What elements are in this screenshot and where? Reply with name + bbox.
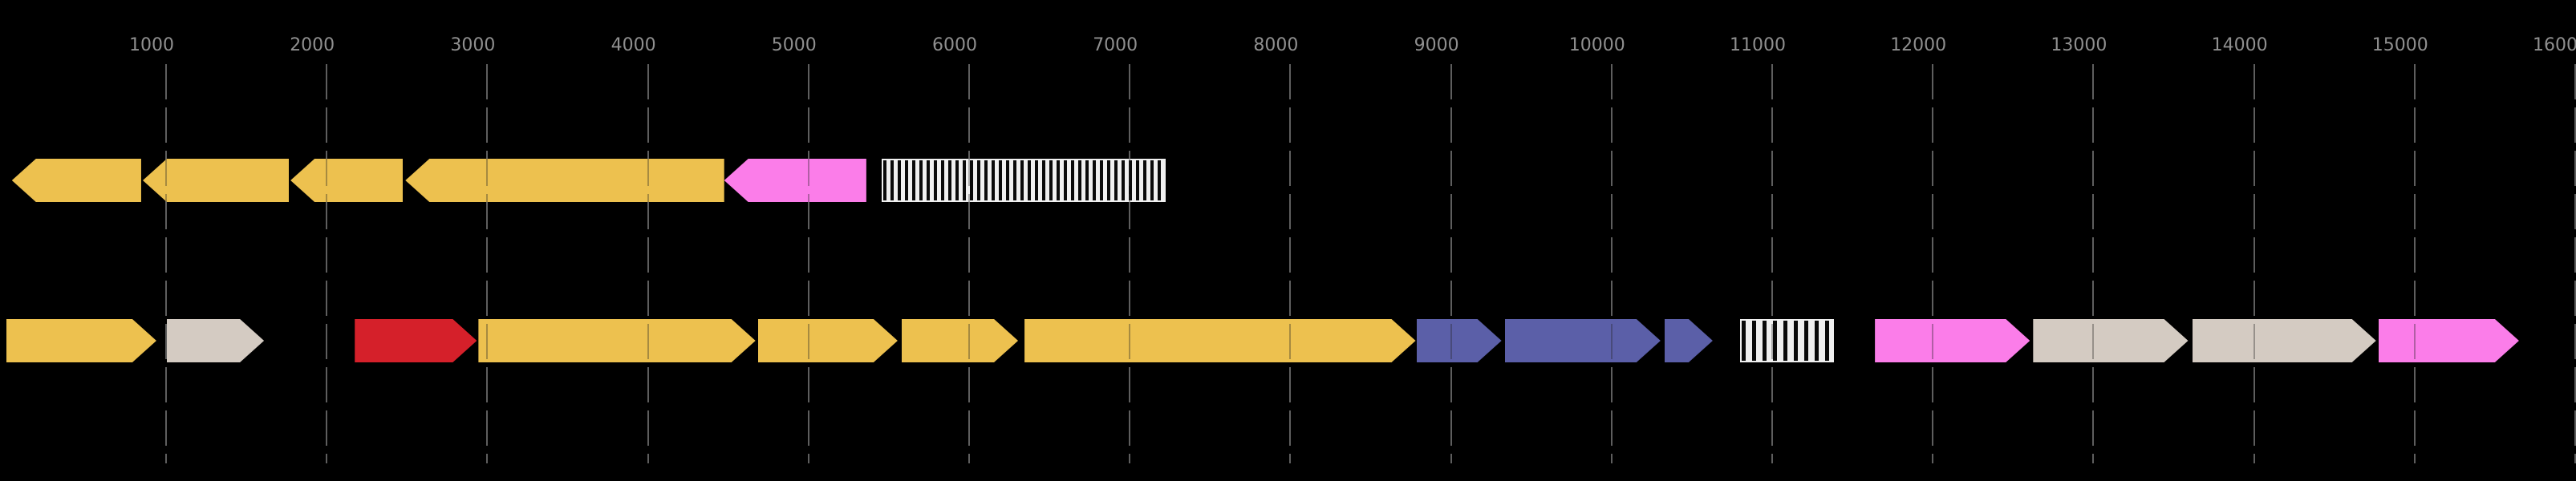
gene-arrow	[405, 159, 724, 202]
gene-arrow	[724, 159, 866, 202]
gridline-seam-8000	[1289, 64, 1292, 463]
gridline-seam-2000	[326, 64, 328, 463]
gene-arrow	[1664, 319, 1713, 362]
gene-arrow	[142, 159, 290, 202]
gridline-16000	[2574, 64, 2576, 463]
gene-arrow	[478, 319, 756, 362]
gridline-13000	[2092, 64, 2095, 463]
gridline-10000	[1610, 64, 1613, 463]
gene-arrow	[6, 319, 156, 362]
gridline-seam-3000	[486, 64, 489, 463]
striped-feature	[881, 159, 1166, 202]
gene-arrow	[2378, 319, 2519, 362]
gene-arrow	[901, 319, 1019, 362]
tick-label-11000: 11000	[1730, 35, 1786, 55]
gene-arrow	[167, 319, 265, 362]
tick-label-3000: 3000	[450, 35, 496, 55]
tick-label-6000: 6000	[932, 35, 977, 55]
gene-arrow	[1504, 319, 1661, 362]
gridline-11000	[1771, 64, 1773, 463]
gridline-12000	[1932, 64, 1934, 463]
gene-arrow	[1875, 319, 2030, 362]
tick-label-2000: 2000	[290, 35, 335, 55]
tick-label-14000: 14000	[2211, 35, 2268, 55]
gridline-seam-4000	[647, 64, 649, 463]
tick-label-12000: 12000	[1890, 35, 1947, 55]
gridline-6000	[968, 64, 970, 463]
tick-label-4000: 4000	[611, 35, 656, 55]
gene-arrow	[355, 319, 477, 362]
gridline-3000	[486, 64, 489, 463]
gridline-seam-13000	[2092, 64, 2095, 463]
gene-arrow	[1024, 319, 1416, 362]
gridline-8000	[1289, 64, 1292, 463]
gene-arrow	[2192, 319, 2376, 362]
gridline-9000	[1450, 64, 1452, 463]
tick-label-15000: 15000	[2371, 35, 2428, 55]
gene-arrow	[757, 319, 898, 362]
gridline-1000	[165, 64, 167, 463]
gene-arrow	[11, 159, 141, 202]
gridline-14000	[2253, 64, 2255, 463]
gridline-seam-9000	[1450, 64, 1452, 463]
gene-arrow	[290, 159, 404, 202]
tick-label-9000: 9000	[1414, 35, 1459, 55]
gridline-seam-5000	[807, 64, 809, 463]
gridline-seam-14000	[2253, 64, 2255, 463]
gridline-7000	[1129, 64, 1131, 463]
gene-arrow	[1416, 319, 1502, 362]
gridline-seam-16000	[2574, 64, 2576, 463]
gridline-seam-10000	[1610, 64, 1613, 463]
tick-label-13000: 13000	[2051, 35, 2107, 55]
gridline-seam-15000	[2413, 64, 2416, 463]
tick-label-1000: 1000	[129, 35, 174, 55]
gridline-15000	[2413, 64, 2416, 463]
tick-label-8000: 8000	[1253, 35, 1299, 55]
gridline-5000	[807, 64, 809, 463]
gridline-seam-11000	[1771, 64, 1773, 463]
gene-arrow	[2033, 319, 2189, 362]
gridline-seam-1000	[165, 64, 167, 463]
tick-label-10000: 10000	[1568, 35, 1625, 55]
gridline-4000	[647, 64, 649, 463]
gridline-seam-6000	[968, 64, 970, 463]
tick-label-7000: 7000	[1093, 35, 1138, 55]
gridline-seam-12000	[1932, 64, 1934, 463]
tick-label-16000: 16000	[2533, 35, 2576, 55]
gridline-seam-7000	[1129, 64, 1131, 463]
gridline-2000	[326, 64, 328, 463]
tick-label-5000: 5000	[771, 35, 817, 55]
striped-feature	[1739, 319, 1835, 362]
